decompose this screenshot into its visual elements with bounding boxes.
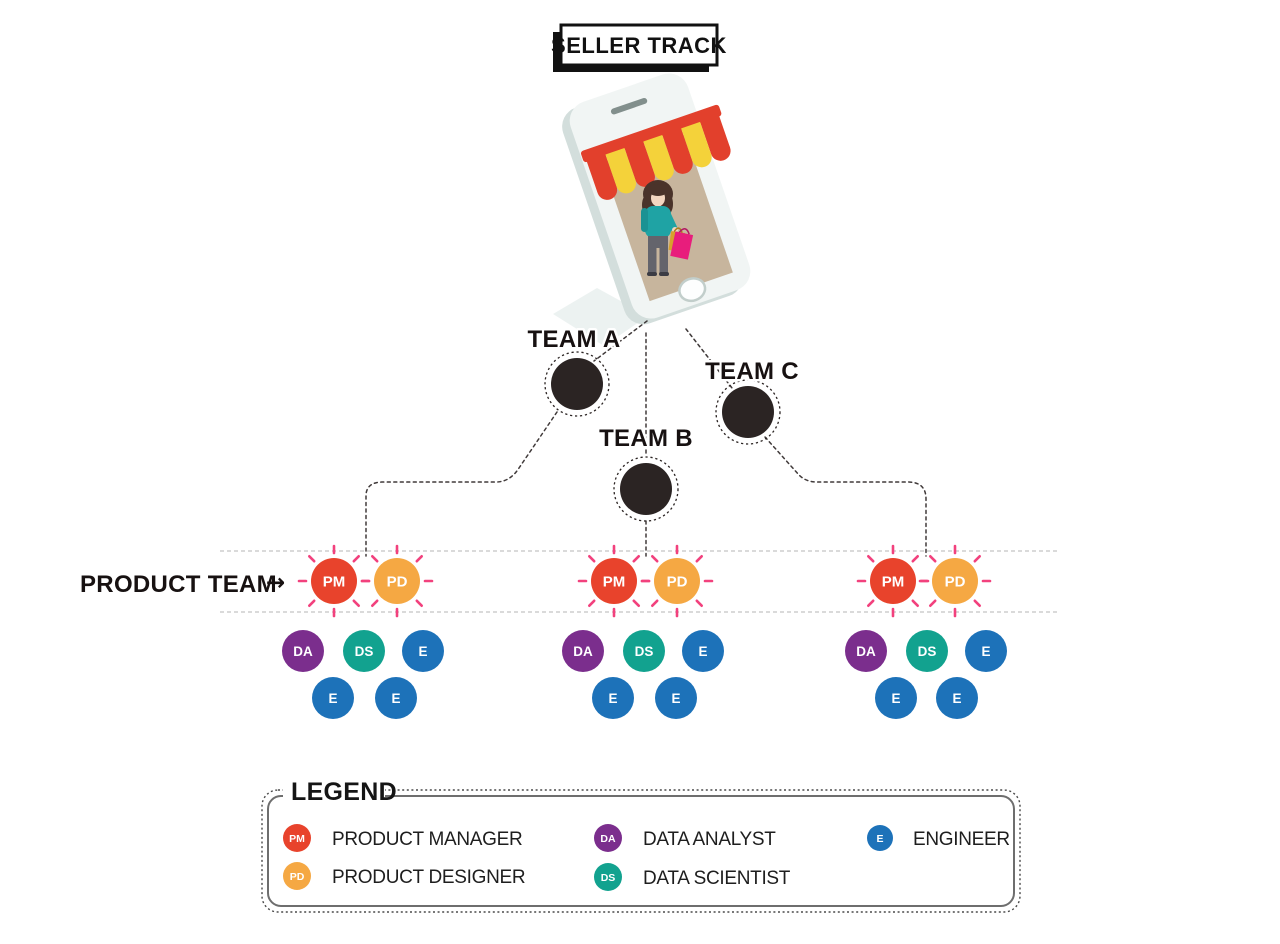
legend-title: LEGEND	[291, 778, 397, 806]
engineer-circle	[875, 677, 917, 719]
legend-item-label: PRODUCT MANAGER	[332, 829, 522, 850]
ds-swatch-label: DS	[601, 872, 616, 884]
ds-circle	[623, 630, 665, 672]
team-b-circle	[620, 463, 672, 515]
team-a-dotted-ring	[544, 351, 610, 417]
da-circle	[562, 630, 604, 672]
engineer-label: E	[891, 691, 900, 706]
legend-item-label: DATA SCIENTIST	[643, 868, 791, 889]
pm-swatch-label: PM	[289, 833, 305, 845]
pm-label: PM	[323, 574, 346, 591]
legend-box: LEGEND PM PRODUCT MANAGER PD PRODUCT DES…	[261, 776, 1021, 913]
legend-item-pm: PM PRODUCT MANAGER	[283, 824, 523, 852]
engineer-label: E	[698, 644, 707, 659]
connector-phone-team-a	[593, 320, 648, 362]
pd-swatch-label: PD	[290, 871, 305, 883]
phone-reflection	[553, 288, 648, 346]
team-a-node	[544, 351, 610, 417]
team-b-dotted-ring	[613, 456, 679, 522]
pd-label: PD	[387, 574, 408, 591]
legend-title-bg	[283, 776, 385, 807]
awning-yellow-parts	[605, 121, 712, 194]
engineer-swatch	[867, 825, 893, 851]
engineer-circle	[375, 677, 417, 719]
legend-outer-border	[261, 789, 1021, 913]
engineer-circle	[312, 677, 354, 719]
legend-item-label: DATA ANALYST	[643, 829, 776, 850]
ds-swatch	[594, 863, 622, 891]
ds-circle	[906, 630, 948, 672]
engineer-circle	[682, 630, 724, 672]
legend-inner-border	[267, 795, 1015, 907]
da-label: DA	[856, 644, 876, 659]
engineer-label: E	[328, 691, 337, 706]
team-b-product-group: PM PD DA DS E E E	[562, 544, 724, 719]
title-frame	[559, 23, 719, 67]
team-a-label: TEAM A	[528, 326, 621, 353]
engineer-label: E	[952, 691, 961, 706]
team-b-node	[613, 456, 679, 522]
engineer-label: E	[981, 644, 990, 659]
team-b-label: TEAM B	[599, 425, 693, 452]
ds-label: DS	[355, 644, 374, 659]
da-circle	[845, 630, 887, 672]
engineer-circle	[655, 677, 697, 719]
engineer-circle	[592, 677, 634, 719]
legend-item-engineer: E ENGINEER	[867, 825, 1010, 851]
team-a-product-group: PM PD DA DS E E E	[282, 544, 444, 719]
engineer-circle	[936, 677, 978, 719]
pm-label: PM	[603, 574, 626, 591]
pm-label: PM	[882, 574, 905, 591]
team-c-product-group: PM PD DA DS E E E	[845, 544, 1007, 719]
engineer-swatch-label: E	[876, 833, 883, 845]
pd-swatch	[283, 862, 311, 890]
pd-circle	[374, 558, 420, 604]
ds-circle	[343, 630, 385, 672]
da-label: DA	[293, 644, 313, 659]
pm-circle	[311, 558, 357, 604]
engineer-circle	[402, 630, 444, 672]
title-box: SELLER TRACK	[551, 23, 727, 72]
connector-team-a-band	[365, 411, 558, 557]
legend-item-label: PRODUCT DESIGNER	[332, 867, 525, 888]
legend-item-da: DA DATA ANALYST	[594, 824, 777, 852]
storefront-awning-icon	[580, 104, 731, 200]
home-button	[678, 277, 707, 303]
team-c-node	[715, 379, 781, 445]
engineer-label: E	[418, 644, 427, 659]
engineer-label: E	[671, 691, 680, 706]
legend-item-label: ENGINEER	[913, 829, 1010, 850]
legend-item-pd: PD PRODUCT DESIGNER	[283, 862, 526, 890]
engineer-label: E	[608, 691, 617, 706]
connector-phone-team-c	[685, 328, 733, 389]
page-title: SELLER TRACK	[551, 33, 727, 58]
engineer-circle	[965, 630, 1007, 672]
pd-circle	[932, 558, 978, 604]
da-circle	[282, 630, 324, 672]
shopper-illustration	[641, 180, 694, 276]
ds-label: DS	[635, 644, 654, 659]
pm-circle	[591, 558, 637, 604]
da-swatch	[594, 824, 622, 852]
da-swatch-label: DA	[600, 833, 616, 845]
engineer-label: E	[391, 691, 400, 706]
pd-circle	[654, 558, 700, 604]
ds-label: DS	[918, 644, 937, 659]
pm-circle	[870, 558, 916, 604]
team-c-dotted-ring	[715, 379, 781, 445]
product-team-label: PRODUCT TEAM	[80, 571, 277, 598]
team-a-circle	[551, 358, 603, 410]
arrow-right-icon: →	[266, 570, 285, 596]
legend-item-ds: DS DATA SCIENTIST	[594, 863, 791, 891]
pd-label: PD	[945, 574, 966, 591]
pd-label: PD	[667, 574, 688, 591]
awning-red-parts	[580, 104, 731, 200]
phone-speaker	[610, 97, 648, 115]
connector-team-c-band	[764, 436, 927, 557]
team-c-circle	[722, 386, 774, 438]
pm-swatch	[283, 824, 311, 852]
da-label: DA	[573, 644, 593, 659]
team-c-label: TEAM C	[705, 358, 799, 385]
